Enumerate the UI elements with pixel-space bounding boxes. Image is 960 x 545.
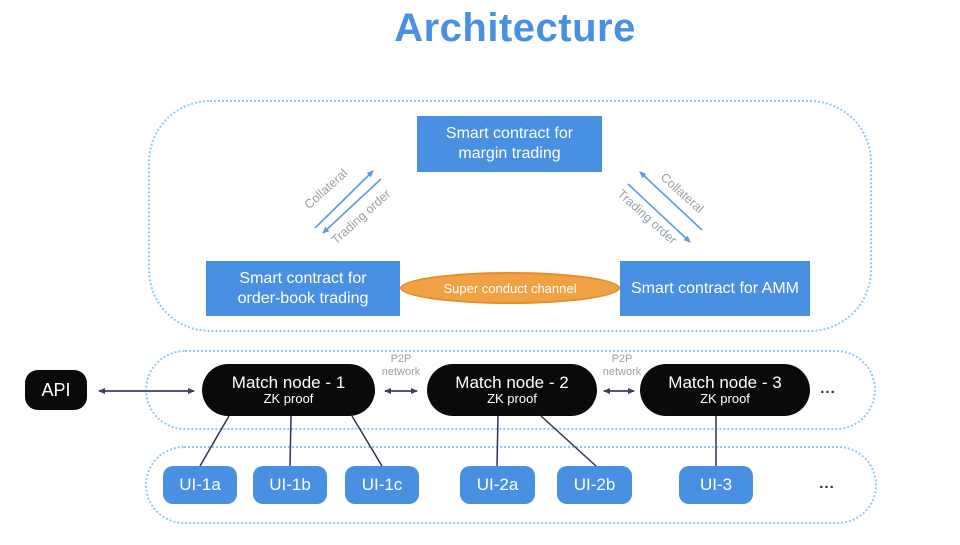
page-title: Architecture: [394, 6, 636, 50]
match-node-3-sublabel: ZK proof: [700, 391, 750, 407]
ui-node-2a: UI-2a: [460, 466, 535, 504]
smart-contract-layer-container: [148, 100, 872, 332]
match-node-3: Match node - 3 ZK proof: [640, 364, 810, 416]
ui-node-1c: UI-1c: [345, 466, 419, 504]
order-book-trading-contract-box: Smart contract for order-book trading: [206, 261, 400, 316]
super-conduct-channel: Super conduct channel: [400, 272, 620, 304]
match-node-2: Match node - 2 ZK proof: [427, 364, 597, 416]
p2p-network-label-2: P2P network: [602, 353, 642, 378]
match-row-ellipsis: ...: [820, 379, 836, 397]
api-node: API: [25, 370, 87, 410]
match-node-3-label: Match node - 3: [668, 372, 782, 392]
ui-node-1b: UI-1b: [253, 466, 327, 504]
margin-trading-contract-box: Smart contract for margin trading: [417, 116, 602, 172]
ui-node-1a: UI-1a: [163, 466, 237, 504]
match-node-2-sublabel: ZK proof: [487, 391, 537, 407]
match-node-1-label: Match node - 1: [231, 372, 346, 392]
amm-contract-box: Smart contract for AMM: [620, 261, 810, 316]
ui-node-3: UI-3: [679, 466, 753, 504]
match-node-1-sublabel: ZK proof: [263, 391, 314, 407]
p2p-network-label-1: P2P network: [381, 353, 421, 378]
match-node-1: Match node - 1 ZK proof: [202, 364, 375, 416]
ui-node-2b: UI-2b: [557, 466, 632, 504]
ui-row-ellipsis: ...: [819, 474, 835, 492]
match-node-2-label: Match node - 2: [455, 372, 569, 392]
ui-layer-container: [145, 446, 877, 524]
